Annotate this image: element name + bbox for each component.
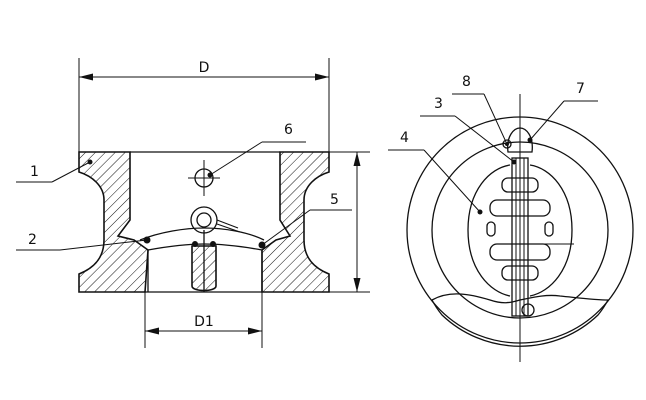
body-left-wall <box>78 151 149 293</box>
hinge-lug-4 <box>501 265 539 281</box>
dimension-d1: D1 <box>144 292 263 348</box>
seal-center-left-dot <box>192 241 198 247</box>
callout-8: 8 <box>452 74 507 143</box>
hinge-lug-1 <box>501 177 539 193</box>
disc-slot-left <box>486 221 496 237</box>
dimension-d: D <box>78 58 330 152</box>
callout-6-label: 6 <box>284 122 293 138</box>
callout-2: 2 <box>16 232 148 251</box>
hinge-lug-3 <box>489 243 551 261</box>
callout-3-label: 3 <box>434 96 443 112</box>
callout-7: 7 <box>527 81 598 143</box>
disc-slot-right <box>544 221 554 237</box>
callout-8-label: 8 <box>462 74 471 90</box>
bottom-pin-icon <box>521 303 535 317</box>
spring-icon <box>190 206 218 234</box>
callout-6: 6 <box>207 122 306 178</box>
top-boss <box>507 127 533 153</box>
dimension-d-label: D <box>199 60 210 76</box>
callout-5-label: 5 <box>330 192 339 208</box>
callout-4-label: 4 <box>400 130 409 146</box>
callout-7-label: 7 <box>576 81 585 97</box>
callout-5: 5 <box>261 192 352 246</box>
lower-section-hatch <box>431 293 610 347</box>
dimension-d1-label: D1 <box>194 314 214 330</box>
seat-ring <box>139 227 265 241</box>
section-view: D <box>16 58 370 348</box>
callout-1: 1 <box>16 159 93 183</box>
callout-4: 4 <box>388 130 483 215</box>
end-view: 3 4 7 8 <box>388 74 634 362</box>
callout-3: 3 <box>420 96 517 165</box>
hinge-lug-2 <box>489 199 551 217</box>
seal-center-right-dot <box>210 241 216 247</box>
body-right-wall <box>261 151 330 293</box>
disc-right <box>529 164 573 297</box>
callout-2-label: 2 <box>28 232 37 248</box>
height-dimension <box>329 151 370 293</box>
callout-1-label: 1 <box>30 164 39 180</box>
disc-left <box>467 164 511 297</box>
top-pin-icon <box>502 139 512 149</box>
